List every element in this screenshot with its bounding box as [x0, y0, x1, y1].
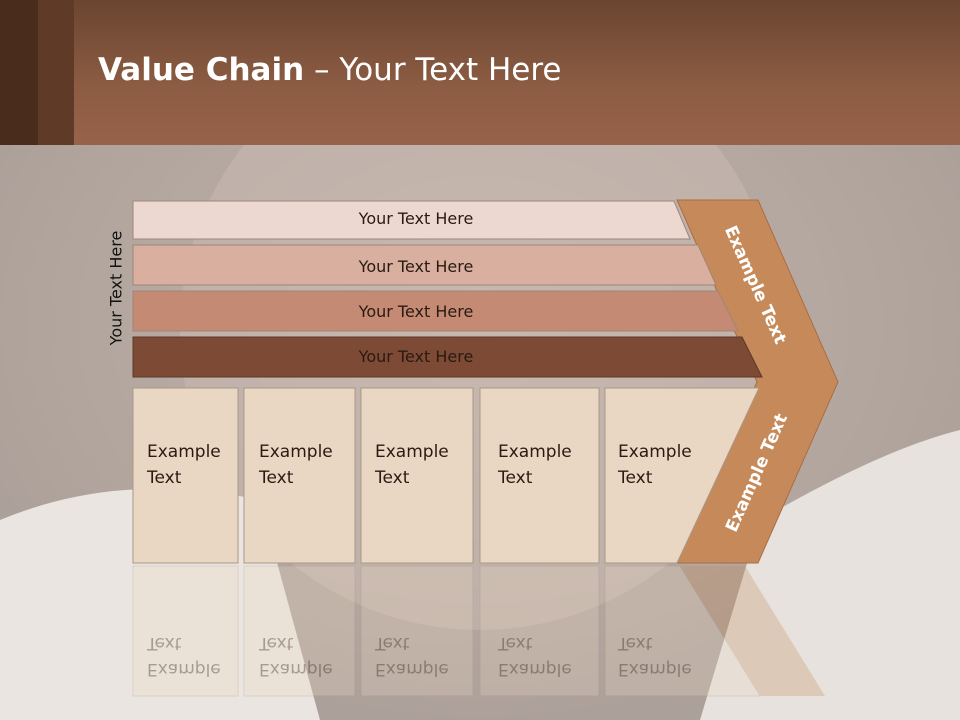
box-5 [604, 387, 760, 564]
box-2-label: Example Text [259, 439, 333, 491]
box-4-label: Example Text [498, 439, 572, 491]
bar-4 [132, 336, 763, 378]
box-1-line1: Example [147, 442, 221, 462]
bar-2-label: Your Text Here [358, 257, 474, 276]
side-label: Your Text Here [106, 230, 126, 346]
bar-1 [132, 200, 691, 240]
slide-title: Value Chain – Your Text Here [98, 52, 561, 88]
box-2-line2: Text [259, 468, 294, 488]
box-1-line2: Text [147, 468, 182, 488]
banner-stripe [0, 0, 38, 145]
bar-1-label: Your Text Here [358, 209, 474, 228]
bar-3-label: Your Text Here [358, 302, 474, 321]
box-3-line1: Example [375, 442, 449, 462]
box-5-line2: Text [618, 468, 653, 488]
box-5-label: Example Text [618, 439, 692, 491]
bar-2 [132, 244, 717, 286]
box-4-line1: Example [498, 442, 572, 462]
bar-4-label: Your Text Here [358, 347, 474, 366]
box-2 [243, 387, 356, 564]
bar-3 [132, 290, 739, 332]
box-3-label: Example Text [375, 439, 449, 491]
banner-stripe [38, 0, 74, 145]
box-3 [360, 387, 474, 564]
box-4 [479, 387, 600, 564]
reflection [132, 565, 825, 697]
title-banner [0, 0, 960, 145]
box-4-line2: Text [498, 468, 533, 488]
box-3-line2: Text [375, 468, 410, 488]
box-1 [132, 387, 239, 564]
title-rest: – Your Text Here [304, 52, 562, 88]
title-bold: Value Chain [98, 52, 305, 88]
box-2-line1: Example [259, 442, 333, 462]
box-5-line1: Example [618, 442, 692, 462]
box-1-label: Example Text [147, 439, 221, 491]
